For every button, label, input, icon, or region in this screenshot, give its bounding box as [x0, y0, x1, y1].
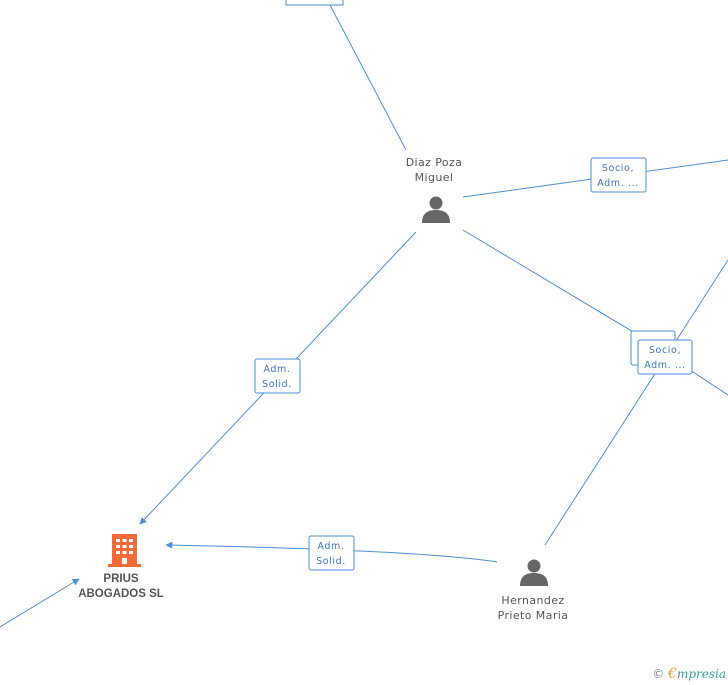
edge-top-to-diaz	[329, 4, 407, 151]
node-prius-abogados-sl[interactable]: PRIUS ABOGADOS SL	[78, 534, 164, 600]
person-icon	[520, 559, 548, 586]
node-hernandez-prieto-maria[interactable]: Hernandez Prieto Maria	[498, 559, 569, 623]
edge-bottom-left-to-prius	[0, 578, 80, 628]
edge-label-line2: Solid.	[316, 556, 346, 567]
edge-label-line1: Adm.	[317, 541, 344, 552]
edge-label-line2: Adm. ...	[597, 178, 639, 189]
edge-label-adm-solid-left[interactable]: Adm. Solid.	[254, 358, 301, 394]
edge-label-line1: Socio,	[602, 163, 634, 174]
building-icon	[108, 534, 141, 567]
edge-diaz-to-mid-right	[462, 229, 651, 343]
top-clipped-label-box[interactable]	[285, 0, 344, 6]
node-name-line2: Miguel	[415, 171, 454, 184]
edge-mid-right-continuation	[689, 369, 728, 396]
empresia-logo-text: mpresia	[676, 667, 726, 681]
edge-label-line1: Adm.	[263, 364, 290, 375]
edge-label-socio-top-right[interactable]: Socio, Adm. ...	[590, 157, 647, 193]
edge-label-line1: Socio,	[649, 345, 681, 356]
node-name-line1: Hernandez	[501, 594, 564, 607]
edge-label-socio-mid-right[interactable]: Socio, Adm. ...	[637, 339, 693, 375]
empresia-logo-e: €	[668, 666, 677, 682]
node-name-line2: ABOGADOS SL	[78, 588, 164, 600]
person-icon	[422, 196, 450, 223]
node-name-line1: PRIUS	[103, 573, 138, 585]
edge-hernandez-to-right	[544, 259, 728, 546]
edge-hernandez-to-prius	[165, 541, 498, 563]
node-diaz-poza-miguel[interactable]: Diaz Poza Miguel	[406, 156, 463, 223]
copyright-symbol: ©	[652, 667, 665, 681]
edge-label-line2: Solid.	[262, 379, 292, 390]
edge-label-adm-solid-bottom[interactable]: Adm. Solid.	[308, 535, 355, 571]
edge-label-line2: Adm. ...	[644, 360, 686, 371]
empresia-watermark: © €mpresia	[652, 666, 726, 682]
node-name-line1: Diaz Poza	[406, 156, 463, 169]
node-name-line2: Prieto Maria	[498, 609, 569, 622]
